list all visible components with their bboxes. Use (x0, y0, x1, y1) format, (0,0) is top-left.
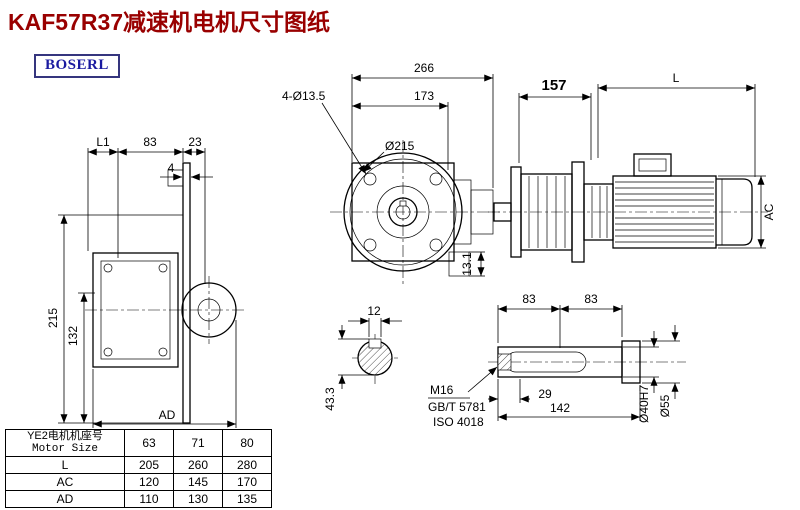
label-iso-4018: ISO 4018 (433, 415, 484, 429)
tapped-hole-m16 (497, 353, 512, 371)
bolt-hole (363, 172, 377, 186)
dim-AD: AD (159, 408, 176, 422)
table-cell: 145 (173, 473, 223, 491)
table-cell: 135 (222, 490, 272, 508)
keyway-slot (368, 338, 382, 349)
motor-size-table: YE2电机机座号 Motor Size 63 71 80 L 205 260 2… (5, 429, 272, 508)
table-row-L: L 205 260 280 (5, 456, 272, 474)
dim-L: L (673, 71, 680, 85)
dim-173: 173 (414, 89, 434, 103)
shaft-shoulder (621, 340, 641, 384)
housing-box (92, 252, 179, 368)
page-title: KAF57R37减速机电机尺寸图纸 (8, 9, 331, 35)
corner-screw (158, 347, 168, 357)
dim-55: Ø55 (658, 394, 672, 417)
corner-screw (103, 263, 113, 273)
size-column-63: 63 (124, 429, 174, 457)
left-view: L1 83 23 4 215 132 AD (46, 135, 246, 428)
dim-142: 142 (550, 401, 570, 415)
shaft-section-view: 12 43.3 (323, 304, 402, 411)
header-label-en: Motor Size (31, 443, 98, 455)
dim-12: 12 (367, 304, 381, 318)
row-label-AD: AD (5, 490, 125, 508)
dim-266: 266 (414, 61, 434, 75)
label-gbt-5781: GB/T 5781 (428, 400, 486, 414)
row-label-AC: AC (5, 473, 125, 491)
dim-bolt-holes: 4-Ø13.5 (282, 89, 326, 103)
dim-13-1: 13.1 (460, 252, 474, 276)
flange-circle (343, 152, 463, 272)
table-cell: 205 (124, 456, 174, 474)
dim-83-b: 83 (584, 292, 598, 306)
dim-83-top: 83 (143, 135, 157, 149)
fan-cover (716, 178, 753, 246)
corner-screw (158, 263, 168, 273)
dim-L1: L1 (96, 135, 110, 149)
side-view: 157 L AC (488, 71, 776, 263)
size-column-80: 80 (222, 429, 272, 457)
brand-logo: BOSERL (34, 54, 120, 78)
dim-flange-diameter: Ø215 (385, 139, 415, 153)
keyway-notch (399, 200, 407, 207)
table-cell: 120 (124, 473, 174, 491)
dim-4: 4 (168, 161, 175, 175)
dim-29: 29 (538, 387, 552, 401)
table-cell: 280 (222, 456, 272, 474)
dim-43-3: 43.3 (323, 387, 337, 411)
row-label-L: L (5, 456, 125, 474)
dim-23: 23 (188, 135, 202, 149)
table-row-AC: AC 120 145 170 (5, 473, 272, 491)
shaft-detail-view: 83 83 M16 GB/T 5781 ISO 4018 29 142 Ø40H… (428, 292, 686, 429)
dim-157: 157 (541, 77, 566, 94)
table-cell: 130 (173, 490, 223, 508)
table-cell: 110 (124, 490, 174, 508)
bolt-hole (363, 238, 377, 252)
table-header-row: YE2电机机座号 Motor Size 63 71 80 (5, 429, 272, 457)
label-m16: M16 (430, 383, 454, 397)
bolt-hole (429, 238, 443, 252)
output-hub (181, 282, 237, 338)
bolt-hole (429, 172, 443, 186)
table-cell: 170 (222, 473, 272, 491)
dim-40h7: Ø40H7 (637, 385, 651, 423)
front-view: 266 173 4-Ø13.5 Ø215 13.1 (282, 61, 500, 286)
mounting-flange-plate (182, 162, 191, 424)
size-column-71: 71 (173, 429, 223, 457)
dim-AC: AC (762, 203, 776, 220)
dim-83-a: 83 (522, 292, 536, 306)
table-header-label: YE2电机机座号 Motor Size (5, 429, 125, 457)
table-cell: 260 (173, 456, 223, 474)
dim-215: 215 (46, 308, 60, 328)
terminal-box (633, 153, 672, 177)
corner-screw (103, 347, 113, 357)
table-row-AD: AD 110 130 135 (5, 490, 272, 508)
header-label-cn: YE2电机机座号 (27, 430, 103, 442)
dim-132: 132 (66, 326, 80, 346)
